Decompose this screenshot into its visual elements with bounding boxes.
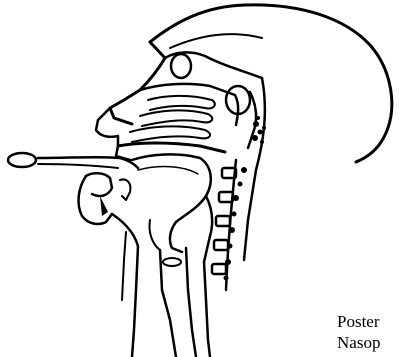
spinal-dots — [224, 167, 248, 281]
vocal-cord — [163, 258, 181, 266]
esophagus — [204, 262, 210, 357]
caption-line-1: Poster — [337, 312, 380, 332]
middle-turbinate — [140, 110, 212, 126]
neck-skin-line — [122, 232, 126, 300]
trachea-front — [186, 248, 196, 357]
hard-palate — [118, 143, 225, 152]
oropharynx — [204, 196, 212, 262]
probe-tube-lower — [38, 164, 118, 168]
hyoid-area — [149, 220, 160, 250]
cervical-spine — [212, 160, 236, 290]
caption-line-2: Nasop — [337, 333, 380, 353]
epiglottis — [170, 222, 182, 252]
inferior-turbinate — [130, 126, 210, 142]
tongue-surface — [138, 167, 198, 174]
chin-inner — [100, 196, 108, 216]
lower-teeth — [120, 180, 130, 201]
lower-lip — [86, 173, 112, 196]
skull-inner-line — [170, 34, 262, 48]
probe-tip — [8, 153, 36, 167]
skull-base — [165, 52, 262, 78]
sphenoid-sinus — [171, 54, 191, 78]
nose — [96, 108, 118, 146]
nasal-cavity-outline — [140, 84, 238, 125]
superior-turbinate — [148, 96, 215, 110]
tongue — [132, 154, 211, 222]
mandible — [79, 176, 112, 224]
